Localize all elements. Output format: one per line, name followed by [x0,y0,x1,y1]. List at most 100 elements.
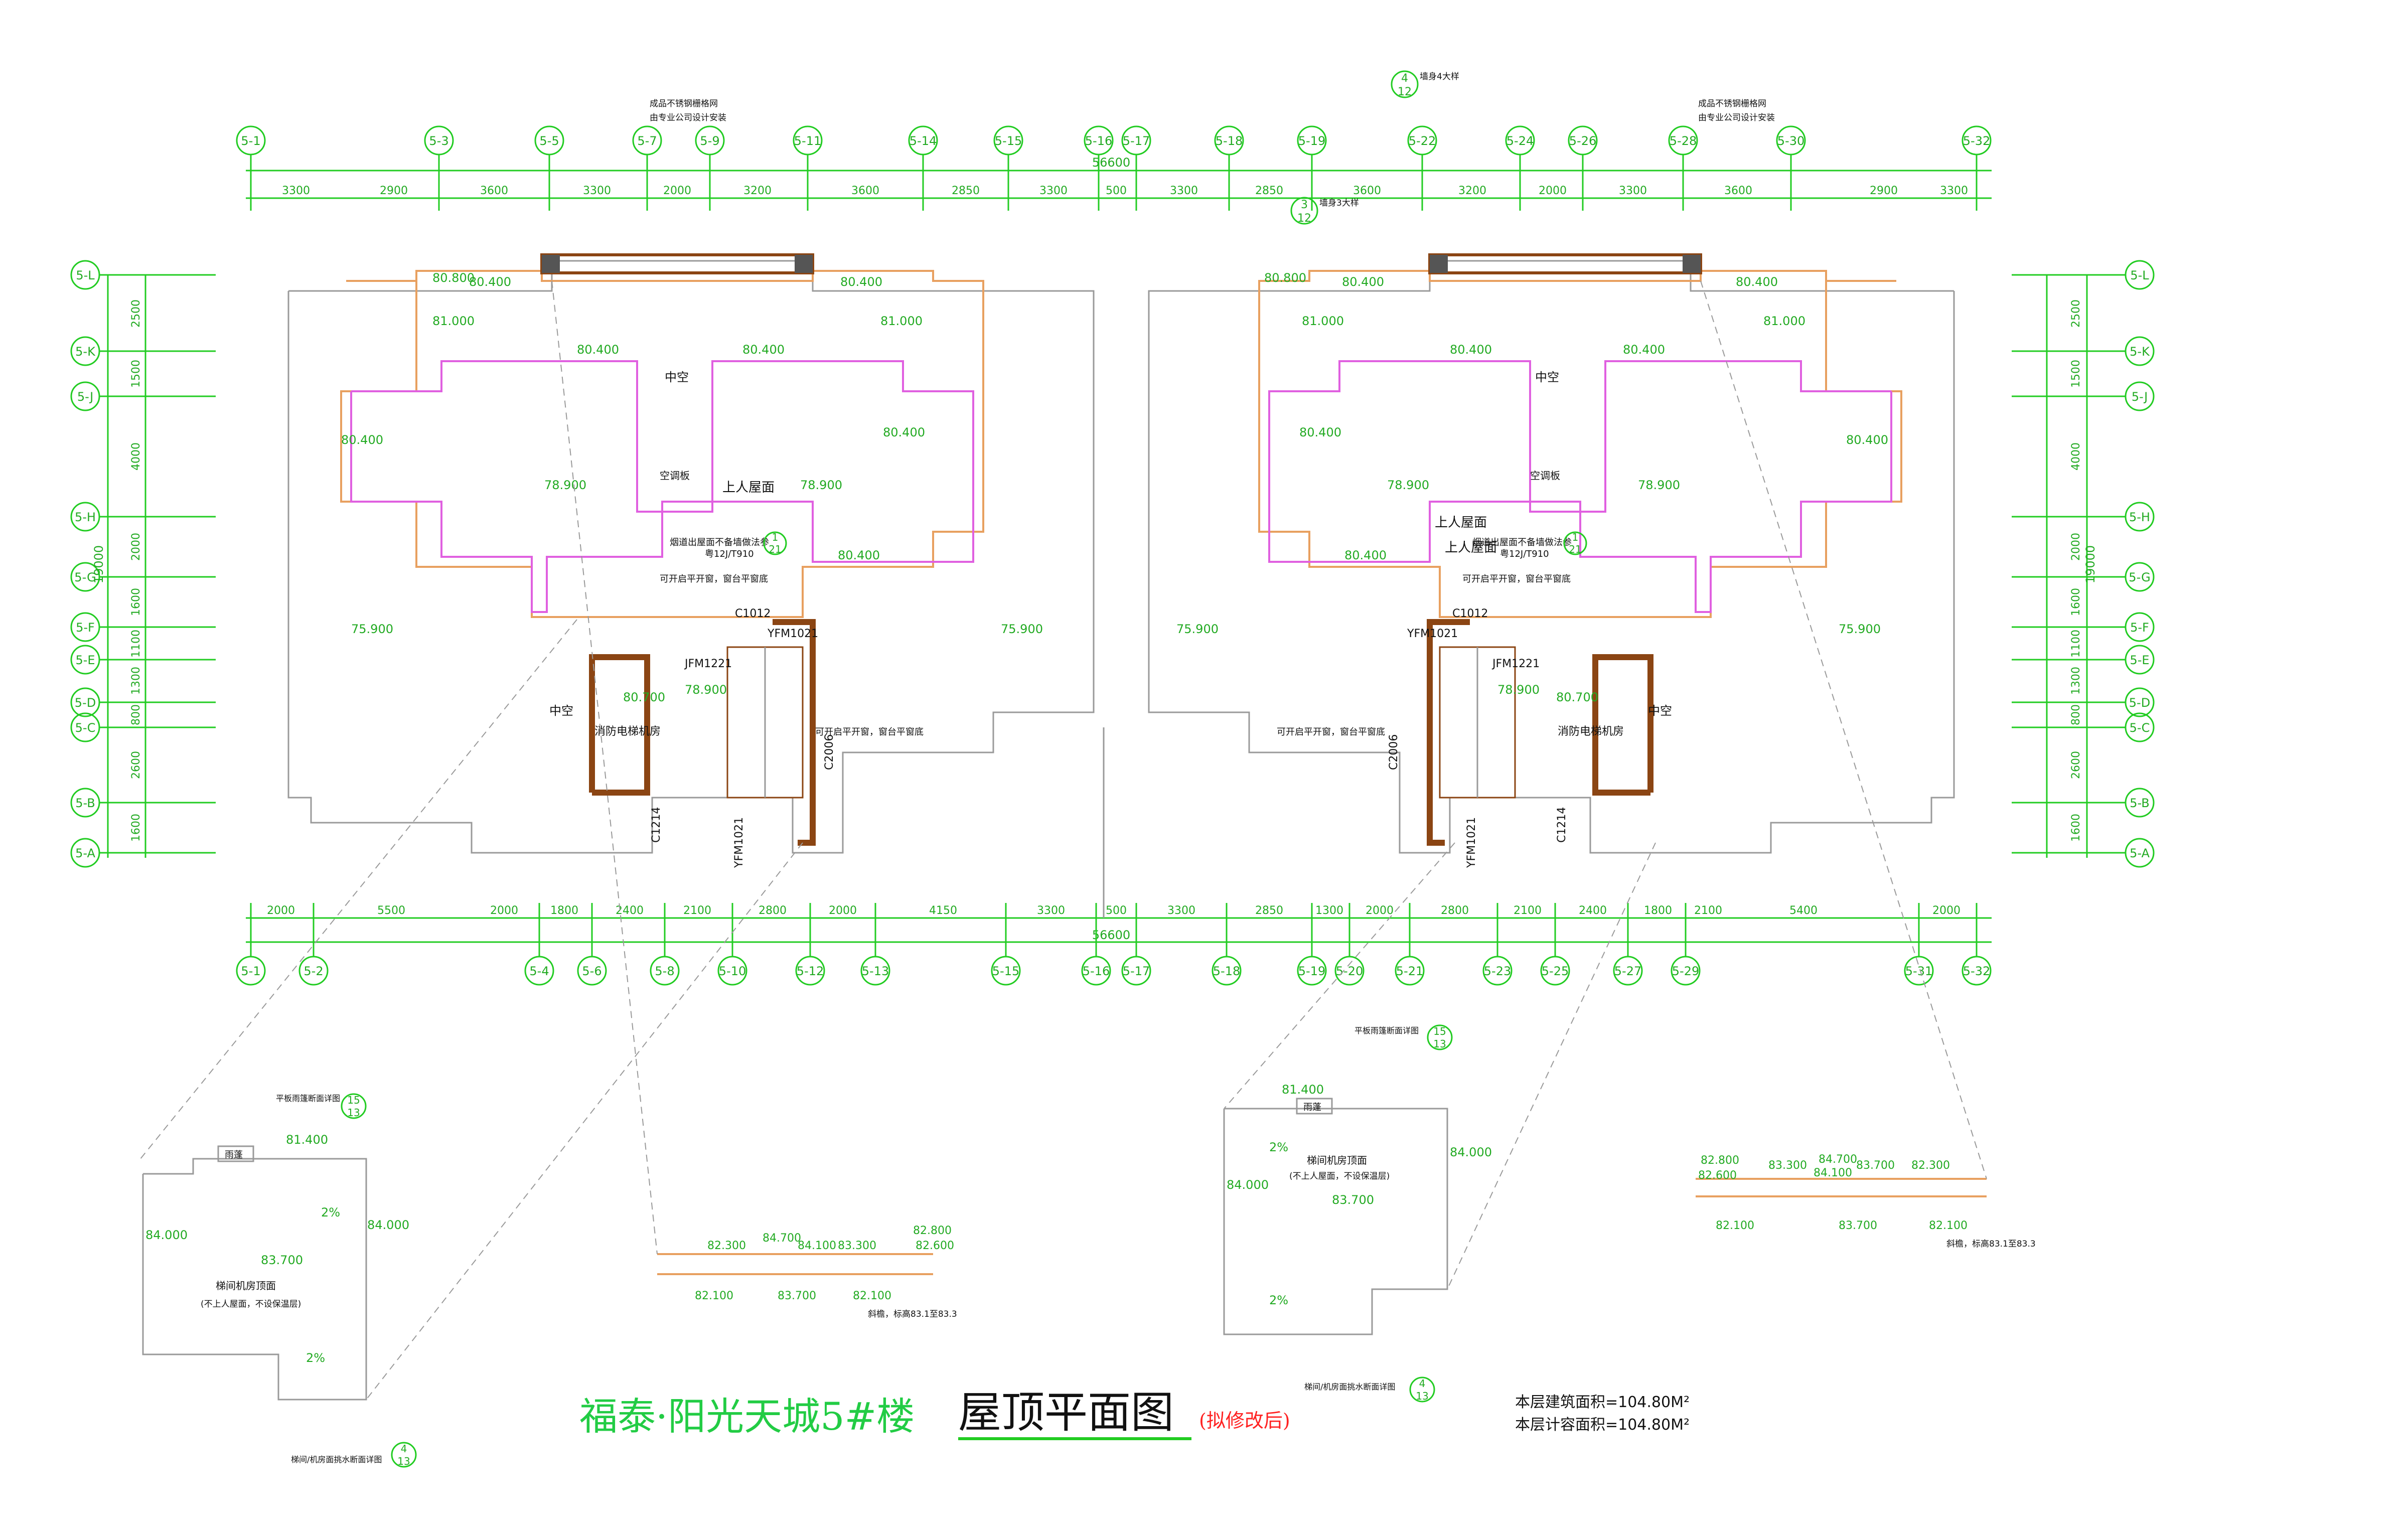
bottom-dim-13: 1300 [1315,904,1343,917]
right-axis-5-B-bubble [2125,788,2155,818]
left-pd-82600: 82.600 [916,1240,954,1252]
left-axis-5-G-bubble [70,562,100,592]
top-axis-5-7-bubble [632,125,662,156]
left-railing-note-1: 成品不锈钢栅格网 [650,99,718,109]
right-axis-5-B-label: 5-B [2130,796,2150,810]
bottom-axis-5-32-label: 5-32 [1963,964,1990,978]
top-dim-16: 3600 [1724,185,1752,197]
bottom-axis-5-32-bubble [1962,956,1992,986]
right-ref-15-num: 15 [1433,1025,1446,1037]
left-elev-80400-a: 80.400 [469,275,511,289]
left-railing-note-2: 由专业公司设计安装 [650,113,726,123]
left-stair-roof-detail: 雨蓬 梯间机房顶面 (不上人屋面，不设保温层) 84.000 84.000 83… [142,1093,417,1468]
left-pd-84700: 84.700 [763,1232,801,1245]
right-ref-4-num: 4 [1419,1377,1426,1390]
right-door-yfm1021: YFM1021 [1407,628,1458,640]
bottom-axis-5-6-bubble [577,956,607,986]
bottom-axis-5-27-bubble [1613,956,1643,986]
left-elev-75900-a: 75.900 [351,622,393,636]
right-detail-elev-81400: 81.400 [1282,1083,1324,1097]
top-dim-11: 2850 [1255,185,1283,197]
right-pd-83300: 83.300 [1768,1159,1807,1172]
left-axis-5-L-bubble [70,260,100,290]
right-elev-81000: 81.000 [1302,314,1344,328]
top-axis-5-5-label: 5-5 [539,134,559,148]
left-elev-78900-b: 78.900 [800,478,842,492]
bottom-axis-5-16-label: 5-16 [1083,964,1110,978]
right-elev-80400-f: 80.400 [1344,548,1387,562]
bottom-axis-5-13-bubble [860,956,890,986]
left-pd-83300: 83.300 [838,1240,876,1252]
left-axis-5-C-bubble [70,712,100,742]
left-window-note-2: 可开启平开窗，窗台平窗底 [815,727,924,737]
left-door-c1012: C1012 [735,607,771,620]
left-upper-roof-label: 上人屋面 [722,480,775,495]
right-side-dim-5: 1100 [2070,630,2082,658]
top-axis-5-28-label: 5-28 [1670,134,1697,148]
detail-top-note: 墙身4大样 [1420,72,1459,82]
top-dim-12: 3600 [1353,185,1381,197]
left-window-note: 可开启平开窗，窗台平窗底 [660,574,768,584]
top-dim-0: 3300 [282,185,310,197]
bottom-axis-5-1-label: 5-1 [241,964,260,978]
left-axis-5-A-bubble [70,838,100,868]
right-detail-slope-1: 2% [1269,1140,1288,1154]
bottom-axis-5-6-label: 5-6 [582,964,601,978]
right-elev-78900-c: 78.900 [1497,683,1540,697]
bottom-dim-2: 2000 [490,904,518,917]
right-axis-5-F-label: 5-F [2130,621,2149,635]
right-elev-80400-g: 80.400 [1736,275,1778,289]
top-dim-14: 2000 [1539,185,1567,197]
left-axis-5-D-label: 5-D [75,696,96,710]
bottom-axis-5-29-bubble [1671,956,1701,986]
left-elevator-room-label: 消防电梯机房 [594,725,661,738]
left-flue-ref: 粤12J/T910 [705,549,754,559]
left-side-dim-6: 1300 [130,667,142,695]
left-door-yfm1021: YFM1021 [767,628,818,640]
right-side-dim-9: 1600 [2070,814,2082,842]
bottom-axis-5-17-label: 5-17 [1123,964,1150,978]
right-upper-roof-label-1: 上人屋面 [1435,515,1487,530]
right-canopy-label: 雨蓬 [1303,1102,1321,1113]
left-canopy-label: 雨蓬 [225,1150,243,1160]
bottom-axis-5-4-label: 5-4 [529,964,549,978]
bottom-dim-16: 2100 [1514,904,1542,917]
left-stair-roof-outline [142,1158,367,1401]
top-axis-5-30-label: 5-30 [1777,134,1804,148]
right-waterproof-detail-note: 梯间/机房面挑水断面详图 [1304,1382,1395,1392]
building-area: 本层建筑面积=104.80M² [1515,1394,1690,1411]
right-gutter-detail-note: 平板雨篷断面详图 [1354,1026,1419,1035]
right-side-dim-1: 1500 [2070,360,2082,388]
right-detail-slope-2: 2% [1269,1293,1288,1307]
top-axis-5-24-bubble [1505,125,1535,156]
right-total-dim: 19000 [2083,545,2097,583]
bottom-dim-20: 5400 [1789,904,1818,917]
top-dim-15: 3300 [1619,185,1647,197]
top-axis-5-18-label: 5-18 [1216,134,1243,148]
top-axis-5-24-label: 5-24 [1507,134,1534,148]
left-column-1 [542,255,560,273]
top-dim-1: 2900 [380,185,408,197]
left-elev-80400-g: 80.400 [840,275,882,289]
right-elev-80400-e: 80.400 [1299,425,1341,439]
right-stair-roof-label: 梯间机房顶面 [1307,1154,1367,1166]
left-unit-plan: 上人屋面 中空 中空 消防电梯机房 空调板 烟道出屋面不备墙做法参 粤12J/T… [287,99,1105,918]
left-axis-5-F-label: 5-F [76,621,95,635]
detail-ref-top [1391,70,1419,98]
right-column-2 [1683,255,1701,273]
top-axis-5-3-label: 5-3 [429,134,448,148]
top-axis-5-17-label: 5-17 [1123,134,1150,148]
bottom-dim-15: 2800 [1441,904,1469,917]
left-flue-note: 烟道出屋面不备墙做法参 [670,537,769,548]
right-unit-plan: 上人屋面 上人屋面 中空 中空 消防电梯机房 空调板 烟道出屋面不备墙做法参 粤… [1148,99,1955,868]
right-railing-note-2: 由专业公司设计安装 [1698,113,1775,123]
left-side-dim-1: 1500 [130,360,142,388]
right-axis-5-C-label: 5-C [2130,721,2150,735]
bottom-axis-5-27-label: 5-27 [1614,964,1641,978]
right-elev-80400-b: 80.400 [1450,343,1492,357]
left-elev-80800: 80.800 [432,271,475,285]
bottom-axis-5-12-label: 5-12 [797,964,824,978]
right-axis-5-G-bubble [2125,562,2155,592]
